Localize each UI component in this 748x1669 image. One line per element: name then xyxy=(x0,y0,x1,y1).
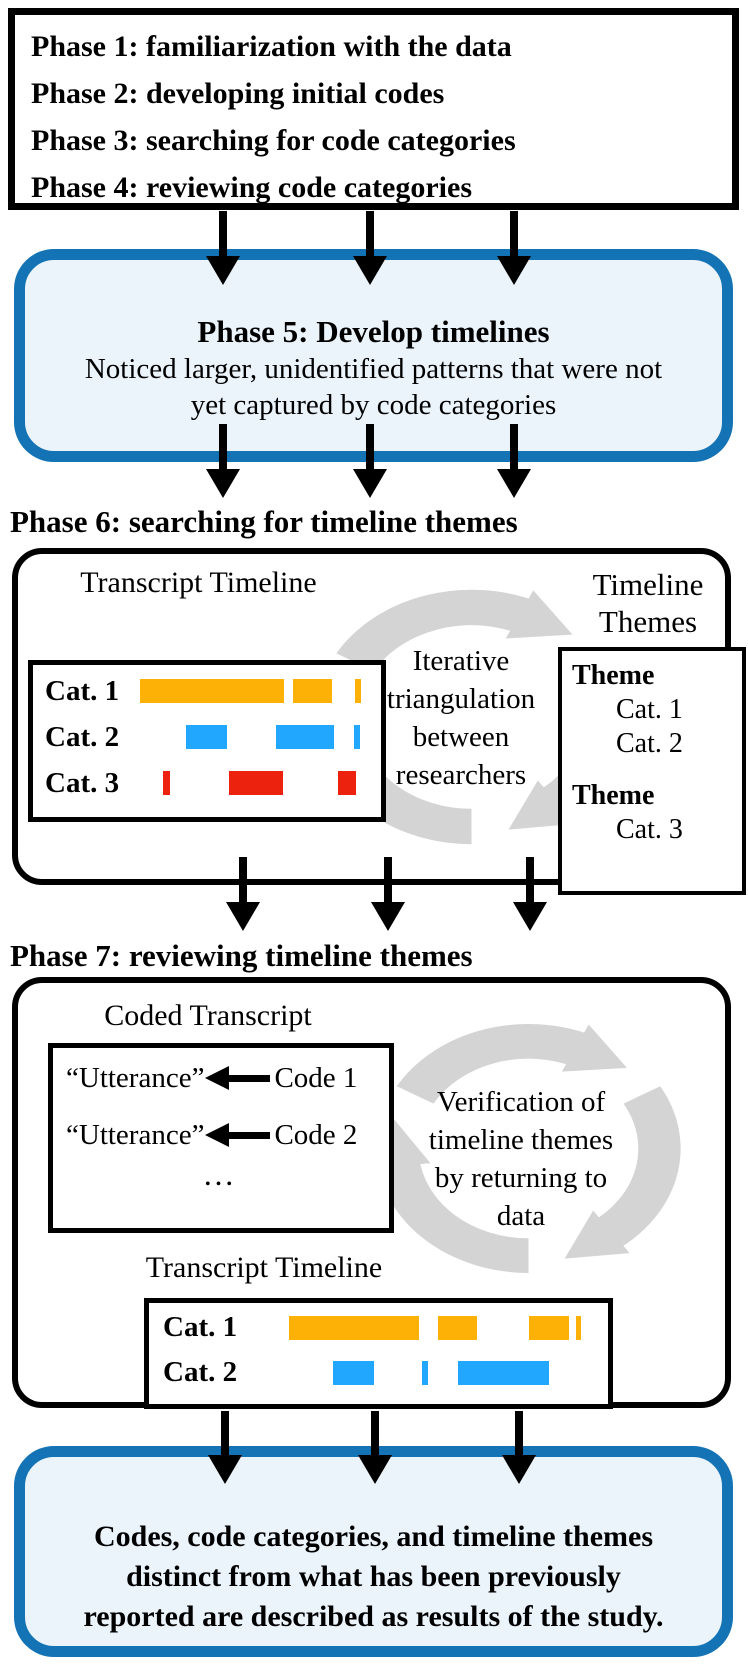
theme-item: Cat. 2 xyxy=(616,728,683,759)
category-label: Cat. 2 xyxy=(163,1356,238,1388)
phase6-box: Transcript Timeline Cat. 1 Cat. 2 Cat. 3… xyxy=(12,548,746,895)
down-arrow-icon xyxy=(353,211,387,285)
results-line: distinct from what has been previously xyxy=(126,1560,621,1593)
timeline-row: Cat. 2 xyxy=(149,1350,608,1395)
phase4-line: Phase 4: reviewing code categories xyxy=(31,171,472,204)
timeline-bar-segment xyxy=(186,725,228,749)
down-arrow-icon xyxy=(208,1411,242,1484)
phase5-body-line1: Noticed larger, unidentified patterns th… xyxy=(84,353,663,385)
timeline-bars xyxy=(139,725,369,749)
timeline-themes-title-line: Timeline xyxy=(592,567,704,602)
coded-transcript-title: Coded Transcript xyxy=(104,999,312,1032)
timeline-bar-segment xyxy=(333,1360,375,1385)
code-label: Code 2 xyxy=(274,1119,358,1151)
timeline-bars xyxy=(139,771,369,795)
phase2-line: Phase 2: developing initial codes xyxy=(31,77,445,110)
utterance-text: “Utterance” xyxy=(66,1119,205,1151)
timeline-bars xyxy=(139,679,369,703)
timeline-row: Cat. 2 xyxy=(33,714,381,760)
timeline-bar-segment xyxy=(353,725,360,749)
timeline-bar-segment xyxy=(575,1315,582,1340)
timeline-bar-segment xyxy=(275,725,335,749)
down-arrow-icon xyxy=(353,424,387,498)
cycle-text-line: Verification of xyxy=(436,1086,606,1118)
down-arrow-icon xyxy=(497,424,531,498)
timeline-themes-title-line: Themes xyxy=(598,604,698,639)
results-line: Codes, code categories, and timeline the… xyxy=(93,1520,654,1553)
results-line: reported are described as results of the… xyxy=(83,1600,664,1633)
timeline-bar-segment xyxy=(528,1315,569,1340)
left-arrow-icon xyxy=(205,1066,271,1090)
verification-label: Verification of timeline themes by retur… xyxy=(386,1083,656,1235)
timeline-bar-segment xyxy=(438,1315,478,1340)
category-label: Cat. 2 xyxy=(45,720,120,753)
timeline-bar-segment xyxy=(162,771,170,795)
cycle-arrows-icon xyxy=(367,1024,681,1273)
category-label: Cat. 1 xyxy=(45,674,120,707)
transcript-timeline-title: Transcript Timeline xyxy=(80,566,317,599)
cycle-text-line: data xyxy=(496,1200,546,1232)
theme-item: Cat. 1 xyxy=(616,694,683,725)
timeline-bar-segment xyxy=(229,771,283,795)
results-text: Codes, code categories, and timeline the… xyxy=(25,1457,722,1637)
timeline-bars xyxy=(271,1360,592,1385)
down-arrow-icon xyxy=(371,857,405,931)
cycle-text-line: timeline themes xyxy=(428,1124,614,1156)
cycle-text-line: triangulation xyxy=(386,683,536,715)
timeline-bars xyxy=(271,1315,592,1340)
cycle-text-line: Iterative xyxy=(412,645,510,677)
down-arrow-icon xyxy=(206,424,240,498)
phase7-box: Coded Transcript “Utterance” Code 1 “Utt… xyxy=(12,977,731,1409)
coded-transcript-row: “Utterance” Code 1 xyxy=(53,1050,389,1107)
iterative-triangulation-label: Iterative triangulation between research… xyxy=(336,642,586,794)
timeline-themes-title: Timeline Themes xyxy=(553,566,743,640)
timeline-bar-segment xyxy=(289,1315,419,1340)
timeline-bar-segment xyxy=(457,1360,550,1385)
down-arrow-icon xyxy=(497,211,531,285)
timeline-bar-segment xyxy=(293,679,333,703)
phases-1-4-box: Phase 1: familiarization with the data P… xyxy=(8,8,739,210)
down-arrow-icon xyxy=(358,1411,392,1484)
utterance-text: “Utterance” xyxy=(66,1062,205,1094)
category-label: Cat. 1 xyxy=(163,1311,238,1343)
down-arrow-icon xyxy=(226,857,260,931)
down-arrow-icon xyxy=(206,211,240,285)
ellipsis-label: … xyxy=(202,1156,240,1192)
down-arrow-icon xyxy=(502,1411,536,1484)
left-arrow-icon xyxy=(205,1123,271,1147)
transcript-timeline-box: Cat. 1 Cat. 2 xyxy=(144,1298,613,1409)
timeline-row: Cat. 3 xyxy=(33,760,381,806)
down-arrow-icon xyxy=(513,857,547,931)
phase3-line: Phase 3: searching for code categories xyxy=(31,124,516,157)
transcript-timeline-box: Cat. 1 Cat. 2 Cat. 3 xyxy=(28,660,386,822)
phase5-body-line2: yet captured by code categories xyxy=(190,389,557,421)
phase7-heading: Phase 7: reviewing timeline themes xyxy=(10,938,473,973)
theme-heading: Theme xyxy=(572,660,655,691)
timeline-themes-box: Theme Cat. 1 Cat. 2 Theme Cat. 3 xyxy=(558,647,746,895)
phase5-title: Phase 5: Develop timelines xyxy=(197,314,550,349)
transcript-timeline-title: Transcript Timeline xyxy=(145,1251,383,1284)
coded-transcript-row: “Utterance” Code 2 xyxy=(53,1107,389,1164)
category-label: Cat. 3 xyxy=(45,766,120,799)
phase1-line: Phase 1: familiarization with the data xyxy=(31,30,512,63)
timeline-bar-segment xyxy=(139,679,284,703)
code-label: Code 1 xyxy=(274,1062,358,1094)
coded-transcript-box: “Utterance” Code 1 “Utterance” Code 2 … xyxy=(48,1043,394,1233)
cycle-text-line: researchers xyxy=(395,759,527,791)
timeline-bar-segment xyxy=(421,1360,428,1385)
cycle-text-line: between xyxy=(412,721,510,753)
timeline-row: Cat. 1 xyxy=(33,668,381,714)
theme-heading: Theme xyxy=(572,780,655,811)
cycle-text-line: by returning to xyxy=(434,1162,608,1194)
theme-gap xyxy=(572,761,736,779)
timeline-bar-segment xyxy=(338,771,356,795)
theme-item: Cat. 3 xyxy=(616,814,683,845)
phase6-heading: Phase 6: searching for timeline themes xyxy=(10,504,518,539)
timeline-row: Cat. 1 xyxy=(149,1305,608,1350)
